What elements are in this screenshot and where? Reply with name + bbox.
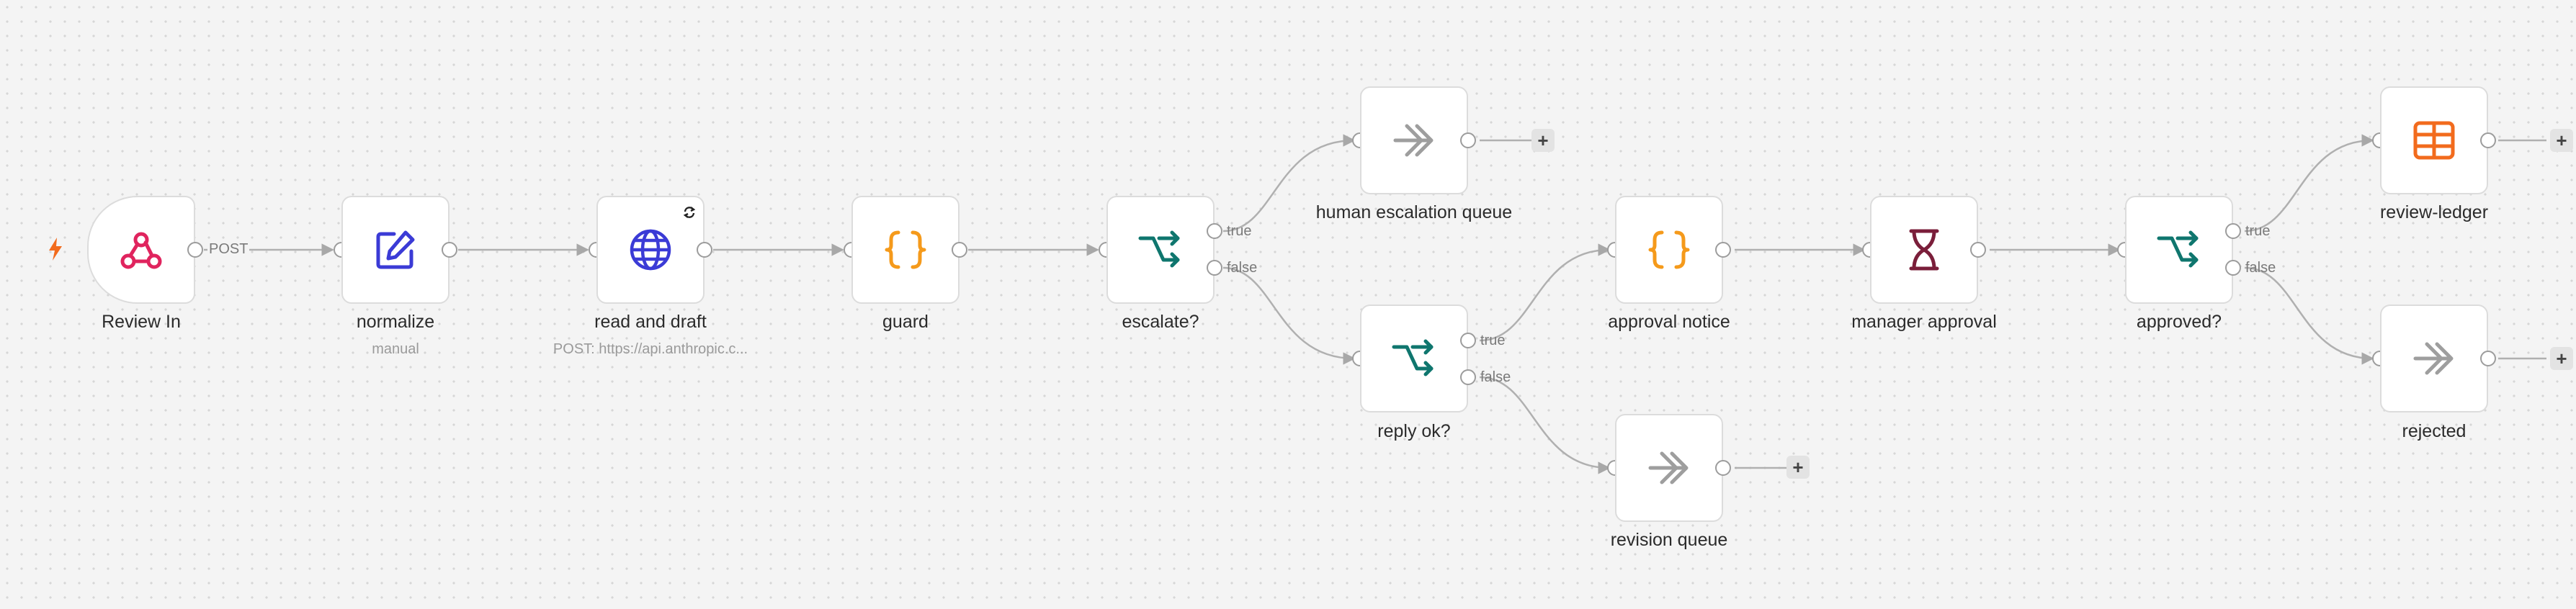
table-icon xyxy=(2413,121,2455,160)
node-approved[interactable] xyxy=(2125,196,2233,304)
braces-icon xyxy=(1648,230,1690,269)
lightning-bolt-icon xyxy=(49,238,62,261)
node-label: read and draft xyxy=(594,312,707,332)
node-label: escalate? xyxy=(1122,312,1199,332)
output-port[interactable] xyxy=(1715,242,1731,258)
node-reply-ok[interactable] xyxy=(1360,304,1468,412)
output-port-true[interactable] xyxy=(1460,333,1476,348)
output-port-false[interactable] xyxy=(2225,260,2241,276)
node-label: manager approval xyxy=(1851,312,1997,332)
edge-approved-false xyxy=(2244,266,2374,365)
no-op-arrow-icon xyxy=(2413,342,2454,375)
node-read-and-draft[interactable] xyxy=(596,196,705,304)
add-node-button[interactable]: + xyxy=(1531,129,1555,152)
node-label: normalize xyxy=(356,312,435,332)
node-escalate[interactable] xyxy=(1106,196,1215,304)
node-review-ledger[interactable] xyxy=(2380,86,2488,194)
node-guard[interactable] xyxy=(851,196,960,304)
no-op-arrow-icon xyxy=(1648,451,1689,484)
braces-icon xyxy=(885,230,926,269)
node-subtitle: POST: https://api.anthropic.c... xyxy=(553,341,748,357)
branch-label-true: true xyxy=(1227,223,1252,239)
if-branch-icon xyxy=(1138,230,1180,268)
output-port-false[interactable] xyxy=(1207,260,1222,276)
output-port[interactable] xyxy=(2480,351,2496,366)
node-label: rejected xyxy=(2402,421,2467,441)
branch-label-true: true xyxy=(1480,333,1506,348)
node-label: guard xyxy=(882,312,929,332)
node-rejected[interactable] xyxy=(2380,304,2488,412)
node-label: human escalation queue xyxy=(1315,202,1513,222)
no-op-arrow-icon xyxy=(1393,124,1434,157)
output-port[interactable] xyxy=(2480,132,2496,148)
hourglass-icon xyxy=(1909,229,1939,271)
node-label: review-ledger xyxy=(2379,202,2489,222)
node-approval-notice[interactable] xyxy=(1615,196,1723,304)
output-port[interactable] xyxy=(697,242,712,258)
if-branch-icon xyxy=(2157,230,2199,268)
node-label: reply ok? xyxy=(1377,421,1451,441)
add-node-button[interactable]: + xyxy=(2550,347,2573,370)
branch-label-false: false xyxy=(1227,260,1258,276)
edge-escalate-false xyxy=(1222,266,1356,365)
edit-icon xyxy=(376,230,415,269)
branch-label-false: false xyxy=(2245,260,2276,276)
output-port[interactable] xyxy=(952,242,967,258)
branch-label-false: false xyxy=(1480,369,1511,385)
output-port[interactable] xyxy=(1970,242,1986,258)
node-manager-approval[interactable] xyxy=(1870,196,1978,304)
output-port[interactable] xyxy=(442,242,457,258)
output-port[interactable] xyxy=(1460,132,1476,148)
node-label: Review In xyxy=(102,312,181,332)
edge-label-post: POST xyxy=(207,241,250,258)
output-port[interactable] xyxy=(1715,460,1731,476)
node-revision-queue[interactable] xyxy=(1615,414,1723,522)
branch-label-true: true xyxy=(2245,223,2271,239)
webhook-icon xyxy=(120,232,162,269)
output-port-false[interactable] xyxy=(1460,369,1476,385)
node-label: revision queue xyxy=(1610,530,1728,550)
edge-replyok-true xyxy=(1479,243,1611,342)
node-label: approved? xyxy=(2136,312,2222,332)
node-human-escalation-queue[interactable] xyxy=(1360,86,1468,194)
node-normalize[interactable] xyxy=(341,196,450,304)
edge-replyok-false xyxy=(1479,376,1611,474)
edge-escalate-true xyxy=(1222,134,1356,233)
globe-icon xyxy=(630,229,671,271)
output-port-true[interactable] xyxy=(1207,223,1222,239)
node-label: approval notice xyxy=(1608,312,1730,332)
output-port-true[interactable] xyxy=(2225,223,2241,239)
add-node-button[interactable]: + xyxy=(2550,129,2573,152)
node-subtitle: manual xyxy=(372,341,419,357)
node-review-in[interactable] xyxy=(87,196,195,304)
edge-approved-true xyxy=(2244,134,2374,233)
add-node-button[interactable]: + xyxy=(1786,456,1810,479)
output-port[interactable] xyxy=(187,242,203,258)
retry-icon xyxy=(683,207,696,218)
if-branch-icon xyxy=(1392,339,1434,376)
